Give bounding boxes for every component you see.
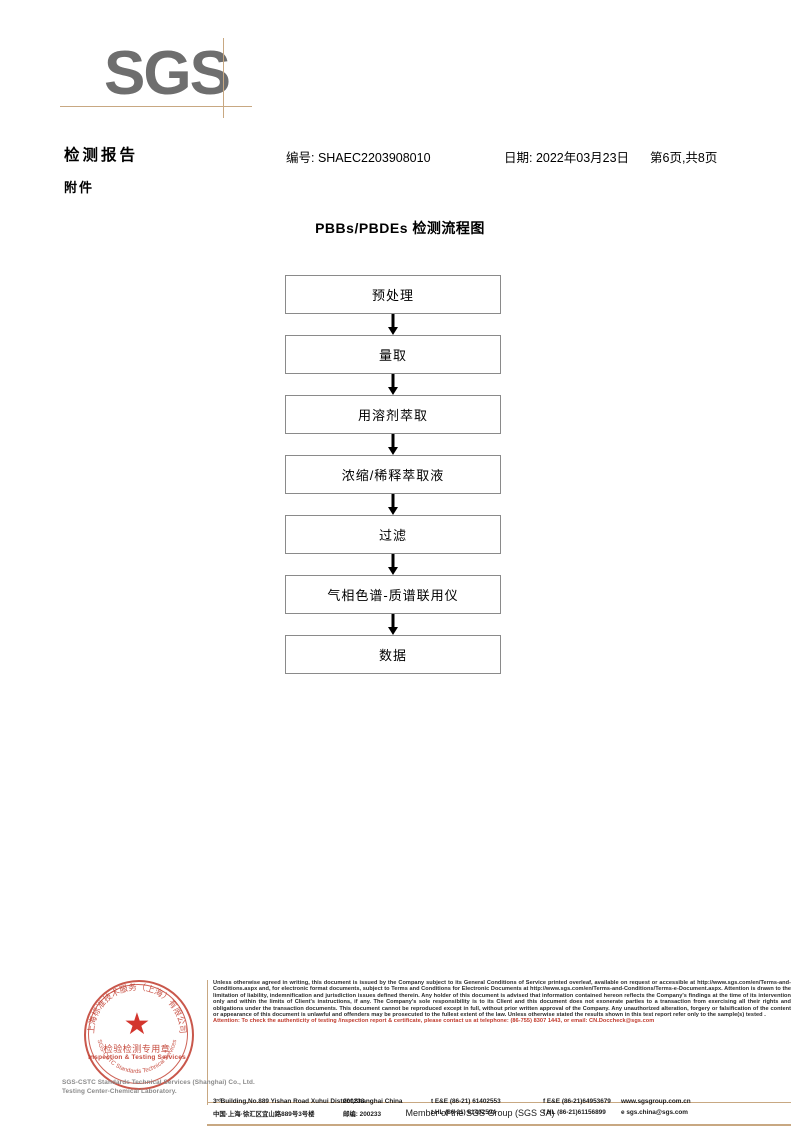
- report-footer: Unless otherwise agreed in writing, this…: [0, 975, 800, 1131]
- report-header: 检测报告 附件 编号: SHAEC2203908010 日期: 2022年03月…: [64, 143, 754, 203]
- flow-step-4: 浓缩/稀释萃取液: [285, 455, 501, 494]
- footer-rule: [207, 1102, 791, 1103]
- flow-arrow-2: [285, 374, 501, 395]
- page-indicator: 第6页,共8页: [650, 151, 718, 165]
- lab-name-line2: Testing Center-Chemical Laboratory.: [62, 1088, 177, 1095]
- flow-step-6: 气相色谱-质谱联用仪: [285, 575, 501, 614]
- seal-inner-ring: [88, 984, 188, 1084]
- sgs-logo: SGS: [60, 38, 254, 118]
- flow-arrow-6: [285, 614, 501, 635]
- address-web: www.sgsgroup.com.cn: [621, 1098, 691, 1105]
- star-icon: ★: [123, 1008, 151, 1041]
- laboratory-name: SGS-CSTC Standards Technical Services (S…: [62, 1078, 267, 1096]
- attention-notice: Attention: To check the authenticity of …: [213, 1018, 655, 1025]
- sgs-logo-text: SGS: [104, 39, 231, 108]
- address-zip: 邮编: 200233: [343, 1111, 382, 1118]
- address-street: 中国·上海·徐汇区宜山路889号3号楼: [213, 1111, 315, 1118]
- flow-step-label: 预处理: [371, 288, 414, 303]
- flow-arrow-5: [285, 554, 501, 575]
- flow-step-2: 量取: [285, 335, 501, 374]
- flow-step-label: 用溶剂萃取: [357, 408, 428, 423]
- flow-step-label: 浓缩/稀释萃取液: [341, 468, 445, 483]
- flow-step-5: 过滤: [285, 515, 501, 554]
- flow-step-label: 数据: [378, 648, 407, 663]
- company-seal: 上海标准技术服务（上海）有限公司 SGS-CSTC Standards Tech…: [62, 980, 255, 1100]
- flow-arrow-4: [285, 494, 501, 515]
- flow-arrow-1: [285, 314, 501, 335]
- address-tel: t HL (86-21) 61402594: [431, 1109, 496, 1116]
- report-number: 编号: SHAEC2203908010: [286, 151, 431, 165]
- flow-step-7: 数据: [285, 635, 501, 674]
- flow-step-3: 用溶剂萃取: [285, 395, 501, 434]
- logo-horizontal-rule: [60, 106, 252, 107]
- member-line: Member of the SGS Group (SGS SA): [0, 1108, 800, 1118]
- logo-vertical-rule: [223, 38, 224, 118]
- footer-vertical-rule: [207, 980, 208, 1105]
- flow-step-1: 预处理: [285, 275, 501, 314]
- flowchart: 预处理 量取 用溶剂萃取 浓缩/稀释萃取液 过滤 气相色谱-质谱联用仪 数据: [285, 275, 503, 674]
- flowchart-title: PBBs/PBDEs 检测流程图: [315, 220, 485, 236]
- member-line-text: Member of the SGS Group (SGS SA): [405, 1108, 555, 1118]
- header-subtitle: 附件: [64, 180, 95, 195]
- seal-arc-text: 上海标准技术服务（上海）有限公司 SGS-CSTC Standards Tech…: [86, 982, 188, 1075]
- seal-english-line: Inspection & Testing Services: [88, 1054, 186, 1061]
- address-email: e sgs.china@sgs.com: [621, 1109, 688, 1116]
- flow-step-label: 过滤: [378, 528, 407, 543]
- address-fax: f HL (86-21)61156899: [543, 1109, 606, 1116]
- address-street: 3ʳᵈBuilding,No.889 Yishan Road Xuhui Dis…: [213, 1098, 403, 1105]
- address-zip: 200233: [343, 1098, 365, 1105]
- report-date: 日期: 2022年03月23日: [504, 151, 630, 165]
- flow-step-label: 气相色谱-质谱联用仪: [327, 588, 459, 603]
- address-fax: f E&E (86-21)64953679: [543, 1098, 611, 1105]
- footer-rule-bottom: [207, 1124, 791, 1126]
- page-title: 检测报告: [64, 147, 139, 164]
- seal-chinese-line: 检验检测专用章: [103, 1044, 171, 1054]
- legal-text: Unless otherwise agreed in writing, this…: [213, 980, 791, 1025]
- address-tel: t E&E (86-21) 61402553: [431, 1098, 501, 1105]
- seal-outer-ring: [84, 980, 194, 1090]
- flow-step-label: 量取: [378, 348, 407, 363]
- flow-arrow-3: [285, 434, 501, 455]
- lab-name-line1: SGS-CSTC Standards Technical Services (S…: [62, 1079, 255, 1086]
- legal-paragraph: Unless otherwise agreed in writing, this…: [213, 980, 791, 1019]
